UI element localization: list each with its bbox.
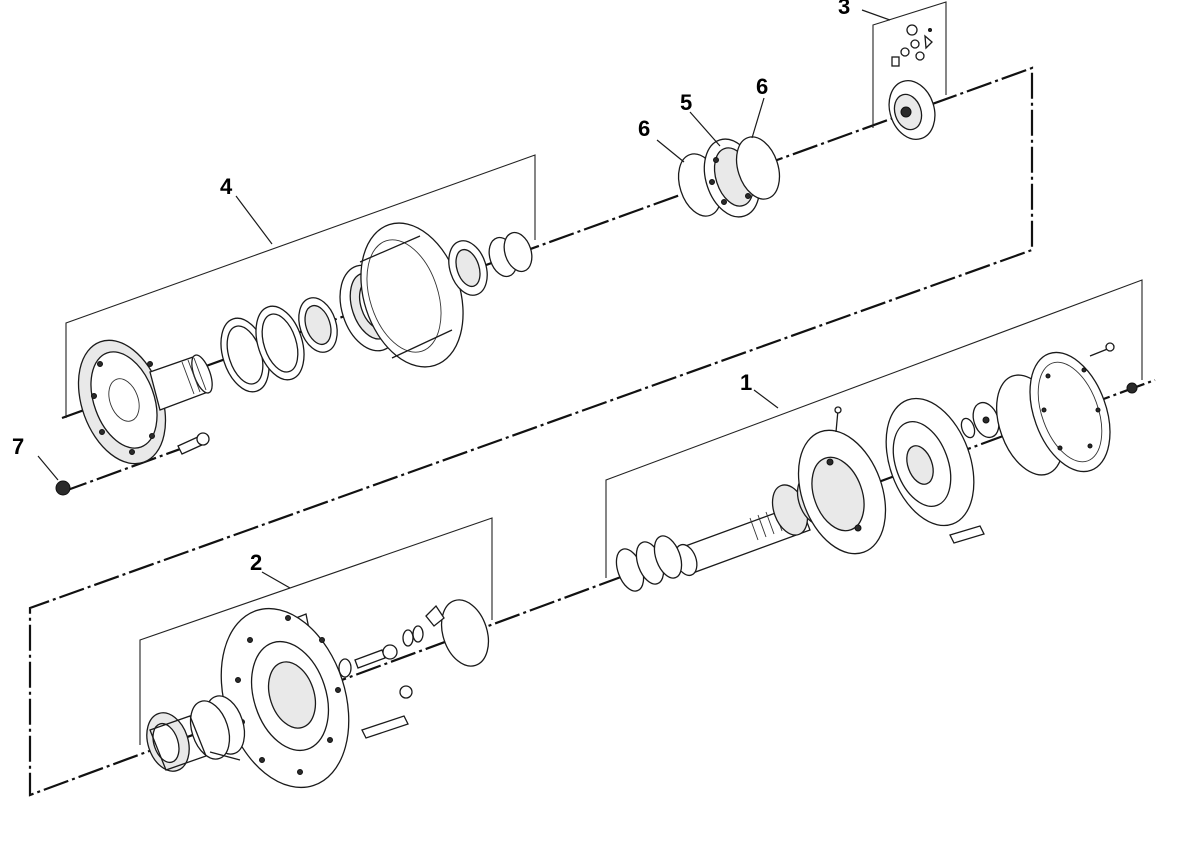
planet-carrier-small: [888, 24, 936, 140]
housing-bolts: [361, 685, 413, 739]
inner-bearing: [448, 231, 533, 296]
shim-6-right: [735, 136, 781, 200]
callout-7: 7: [12, 434, 24, 459]
end-cover: [1029, 342, 1138, 473]
snap-rings: [615, 535, 683, 592]
brake-drum: [359, 222, 464, 368]
callout-6-left: 6: [638, 116, 650, 141]
callout-5: 5: [680, 90, 692, 115]
thrust-washer: [960, 401, 1000, 439]
spindle-seals: [189, 695, 246, 760]
seal-rings: [220, 297, 338, 393]
spindle-housing: [220, 607, 350, 789]
bolt-stud: [177, 432, 210, 455]
callout-6-right: 6: [756, 74, 768, 99]
seal-ring-large: [440, 599, 490, 667]
group-frame-3: [872, 1, 947, 128]
hub-flange: [77, 339, 213, 465]
spindle-cup: [146, 712, 241, 772]
callout-1: 1: [740, 370, 752, 395]
group-frame-2: [139, 517, 493, 745]
callout-2: 2: [250, 550, 262, 575]
group-frame-4: [65, 154, 536, 418]
callout-3: 3: [838, 0, 850, 19]
callout-4: 4: [220, 174, 233, 199]
leader-lines: [37, 9, 891, 589]
ring-gear-housing: [885, 397, 985, 544]
group-frame-1: [605, 279, 1143, 578]
planet-carrier-large: [797, 406, 887, 555]
nut-7: [55, 480, 71, 496]
